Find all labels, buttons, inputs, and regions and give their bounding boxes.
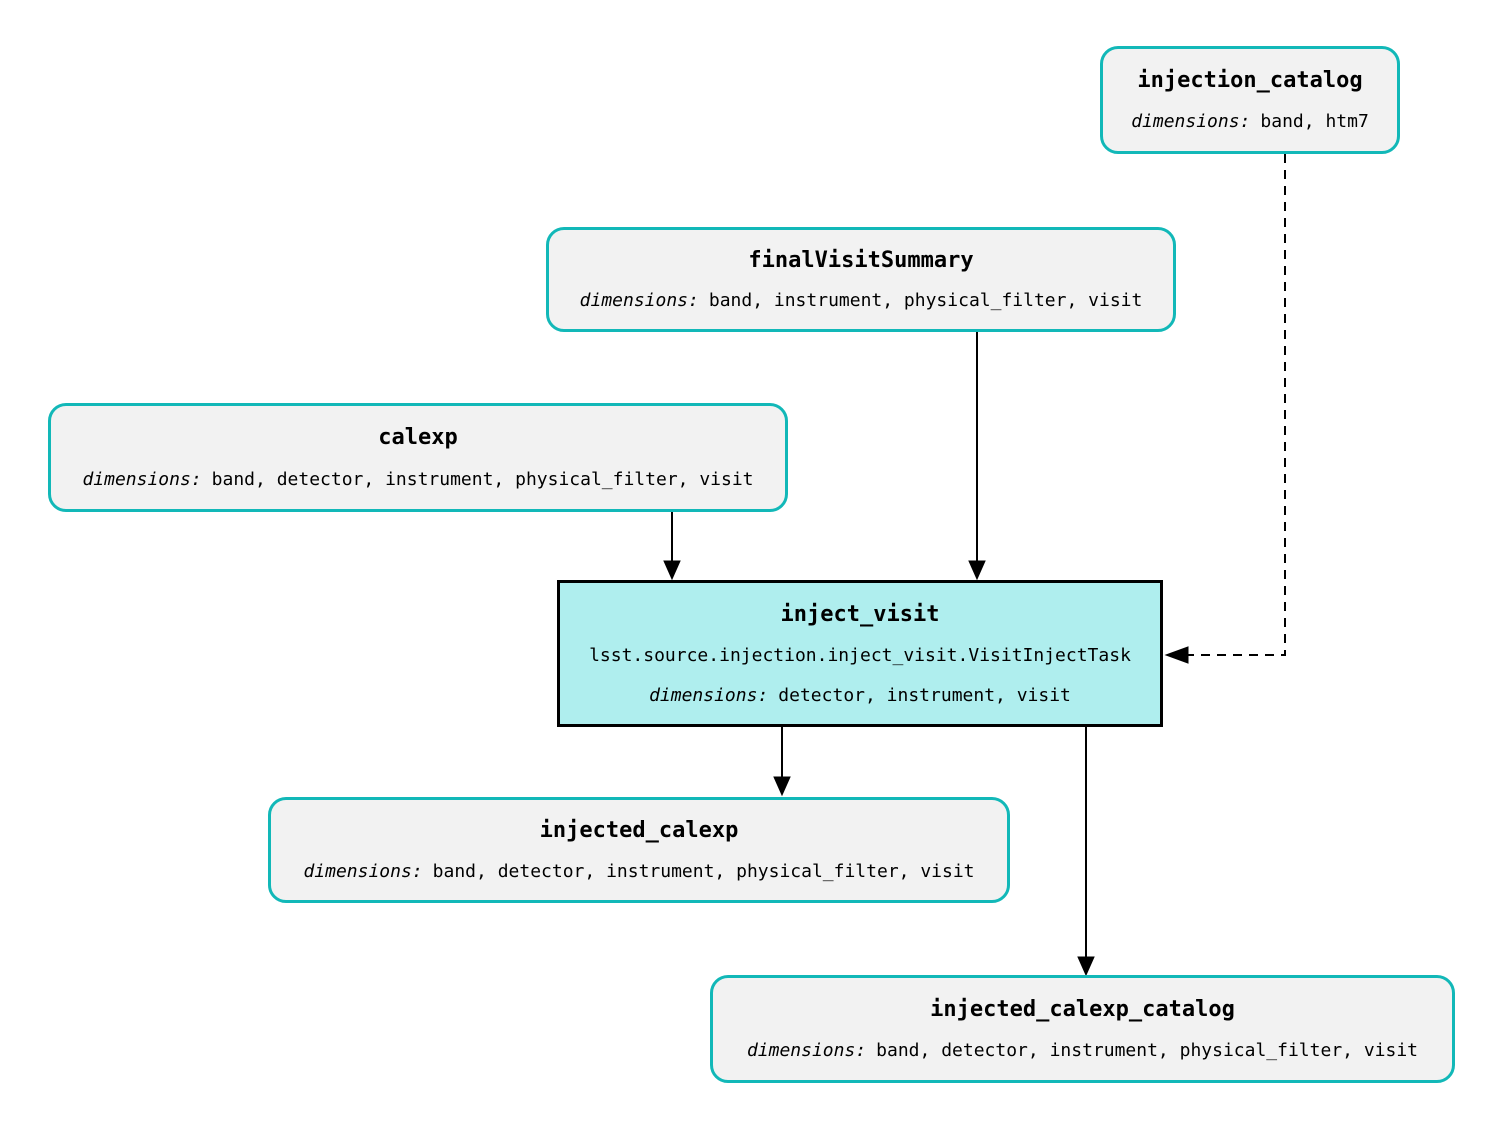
task-class-path: lsst.source.injection.inject_visit.Visit… — [589, 645, 1131, 666]
dimensions-label: dimensions: — [1131, 111, 1251, 133]
dimensions-value: band, htm7 — [1260, 111, 1369, 133]
dimensions-value: band, detector, instrument, physical_fil… — [211, 469, 754, 490]
node-dimensions: dimensions: band, htm7 — [1131, 111, 1369, 132]
edge-injection-catalog-to-inject-visit — [1164, 154, 1286, 664]
node-dimensions: dimensions: band, detector, instrument, p… — [747, 1040, 1418, 1061]
node-dimensions: dimensions: band, instrument, physical_fi… — [580, 290, 1143, 311]
edge-finalvisitsummary-to-inject-visit — [968, 332, 986, 581]
dimensions-value: band, detector, instrument, physical_fil… — [876, 1040, 1419, 1062]
node-dimensions: dimensions: detector, instrument, visit — [649, 685, 1071, 706]
dimensions-label: dimensions: — [82, 469, 202, 490]
node-inject-visit-task: inject_visit lsst.source.injection.injec… — [557, 580, 1163, 727]
node-calexp: calexp dimensions: band, detector, instru… — [48, 403, 788, 512]
node-dimensions: dimensions: band, detector, instrument, p… — [82, 469, 753, 490]
dimensions-value: detector, instrument, visit — [778, 684, 1071, 706]
node-title: finalVisitSummary — [748, 247, 974, 273]
dimensions-value: band, detector, instrument, physical_fil… — [432, 861, 975, 882]
node-title: injected_calexp — [539, 818, 739, 843]
edge-inject-visit-to-injected-calexp-catalog — [1077, 727, 1095, 977]
node-injected-calexp-catalog: injected_calexp_catalog dimensions: band,… — [710, 975, 1455, 1083]
edge-calexp-to-inject-visit — [663, 512, 681, 581]
edge-inject-visit-to-injected-calexp — [773, 727, 791, 797]
dimensions-label: dimensions: — [579, 290, 699, 312]
node-injection-catalog: injection_catalog dimensions: band, htm7 — [1100, 46, 1400, 154]
dimensions-value: band, instrument, physical_filter, visit — [708, 290, 1143, 312]
node-title: inject_visit — [780, 601, 940, 627]
node-finalvisitsummary: finalVisitSummary dimensions: band, instr… — [546, 227, 1176, 332]
node-title: injection_catalog — [1137, 67, 1363, 93]
node-title: injected_calexp_catalog — [930, 996, 1235, 1022]
dimensions-label: dimensions: — [303, 861, 423, 882]
dimensions-label: dimensions: — [746, 1040, 867, 1062]
node-title: calexp — [378, 425, 458, 450]
dimensions-label: dimensions: — [649, 684, 769, 706]
node-injected-calexp: injected_calexp dimensions: band, detecto… — [268, 797, 1010, 903]
node-dimensions: dimensions: band, detector, instrument, p… — [303, 861, 974, 882]
